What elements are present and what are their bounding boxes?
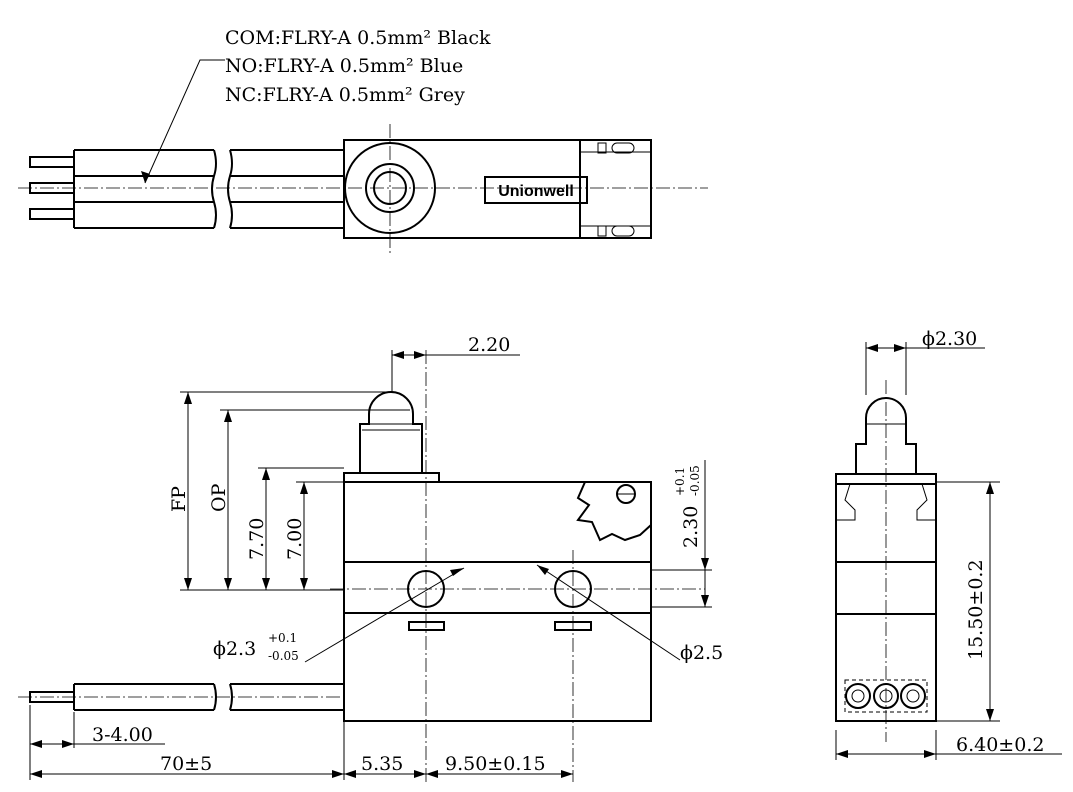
dim-hole-height: 2.30	[680, 506, 702, 548]
top-view: COM:FLRY-A 0.5mm² Black NO:FLRY-A 0.5mm²…	[18, 27, 708, 256]
wire-label-com: COM:FLRY-A 0.5mm² Black	[225, 27, 491, 49]
actuator-plate	[343, 472, 440, 483]
actuator	[359, 391, 423, 473]
wire-leader-line	[144, 59, 225, 184]
dim-strip-length: 3-4.00	[92, 724, 153, 746]
terminal-left	[408, 621, 445, 631]
front-wire	[29, 683, 344, 711]
switch-body-top: Unionwell	[343, 139, 652, 239]
dim-actuator-offset: 2.20	[468, 334, 510, 356]
dim-body-width: 6.40±0.2	[956, 734, 1044, 756]
dim-plunger-diameter: ϕ2.30	[922, 328, 977, 350]
dim-950: 9.50±0.15	[445, 753, 546, 775]
dim-hole-right: ϕ2.5	[680, 642, 723, 664]
wire-label-nc: NC:FLRY-A 0.5mm² Grey	[225, 84, 465, 106]
wire-label-no: NO:FLRY-A 0.5mm² Blue	[225, 55, 463, 77]
dim-770: 7.70	[246, 518, 268, 560]
wire-bundle	[73, 149, 344, 229]
dim-lead-length: 70±5	[160, 753, 212, 775]
front-view: 2.20 FP OP 7.70 7.00 2.30 +0.1 -0.	[18, 334, 723, 782]
dim-hole-height-tol-minus: -0.05	[688, 465, 702, 496]
dim-hole-height-tol-plus: +0.1	[673, 467, 687, 496]
dim-hole-left-tol-plus: +0.1	[268, 631, 297, 645]
dim-body-height: 15.50±0.2	[965, 559, 987, 660]
switch-body-front	[343, 481, 652, 722]
dim-hole-left-tol-minus: -0.05	[268, 649, 299, 663]
lever-mechanism	[576, 481, 652, 542]
dim-700: 7.00	[284, 518, 306, 560]
brand-logo: Unionwell	[498, 183, 574, 200]
label-fp: FP	[168, 486, 190, 512]
label-op: OP	[208, 483, 230, 512]
dim-hole-left: ϕ2.3	[213, 638, 256, 660]
side-view: ϕ2.30 15.50±0.2 6.40±0.2	[835, 328, 1062, 760]
dim-535: 5.35	[361, 753, 403, 775]
